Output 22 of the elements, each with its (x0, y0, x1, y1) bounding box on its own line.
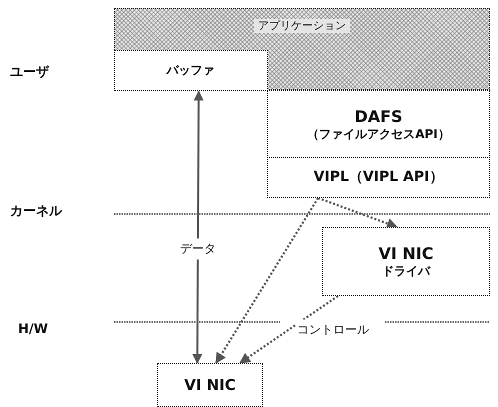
layer-box (322, 227, 490, 296)
layer-label: H/W (18, 322, 48, 337)
hatched-layer-box (114, 8, 490, 90)
box-subtitle: ドライバ (382, 264, 430, 279)
box-title: VI NIC (378, 244, 434, 264)
dashed-arrow (215, 197, 319, 364)
dashed-arrow (239, 295, 339, 364)
box-title: DAFS (354, 106, 403, 126)
layer-label: ユーザ (10, 64, 49, 81)
layer-label: カーネル (10, 203, 62, 220)
box-title: バッファ (166, 63, 214, 78)
box-title: VI NIC (184, 376, 236, 394)
box-subtitle: （ファイルアクセスAPI） (307, 126, 450, 142)
box-title: VIPL（VIPL API） (314, 168, 444, 186)
layer-box (114, 50, 268, 91)
dashed-arrow (318, 196, 398, 229)
layer-box (267, 157, 490, 198)
layer-box (157, 363, 263, 407)
box-title: アプリケーション (254, 19, 350, 33)
edge-label: データ (178, 238, 217, 260)
arrow (192, 90, 204, 364)
layer-box (267, 90, 490, 158)
